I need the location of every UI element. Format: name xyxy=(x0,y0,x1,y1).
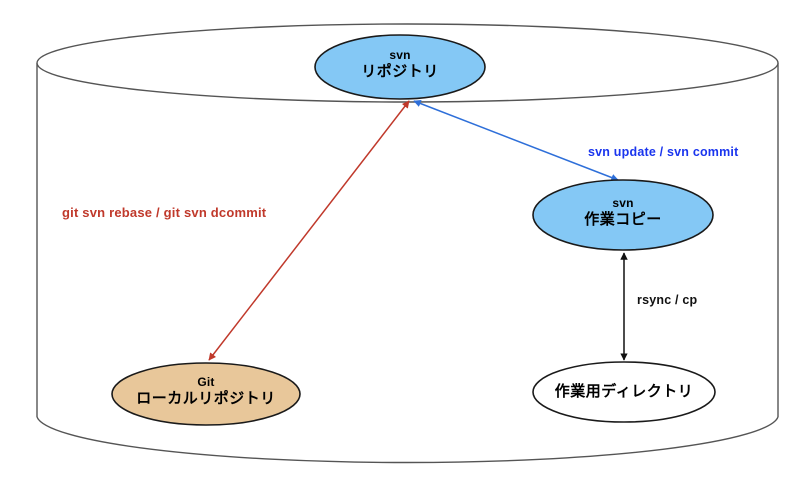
git-svn-arrow xyxy=(208,100,410,361)
working-directory-ellipse[interactable] xyxy=(532,361,716,423)
nodes-layer xyxy=(111,34,716,426)
git-svn-edge-label: git svn rebase / git svn dcommit xyxy=(62,205,267,220)
svn-update-commit-arrow xyxy=(413,99,619,182)
git-local-repository-ellipse[interactable] xyxy=(111,362,301,426)
svn-repository-ellipse[interactable] xyxy=(314,34,486,100)
svn-working-copy-ellipse[interactable] xyxy=(532,179,714,251)
edges-layer xyxy=(208,99,628,361)
svn-update-commit-edge-label: svn update / svn commit xyxy=(588,145,739,159)
rsync-cp-edge-label: rsync / cp xyxy=(637,293,698,307)
cylinder-bottom-arc xyxy=(36,416,779,464)
